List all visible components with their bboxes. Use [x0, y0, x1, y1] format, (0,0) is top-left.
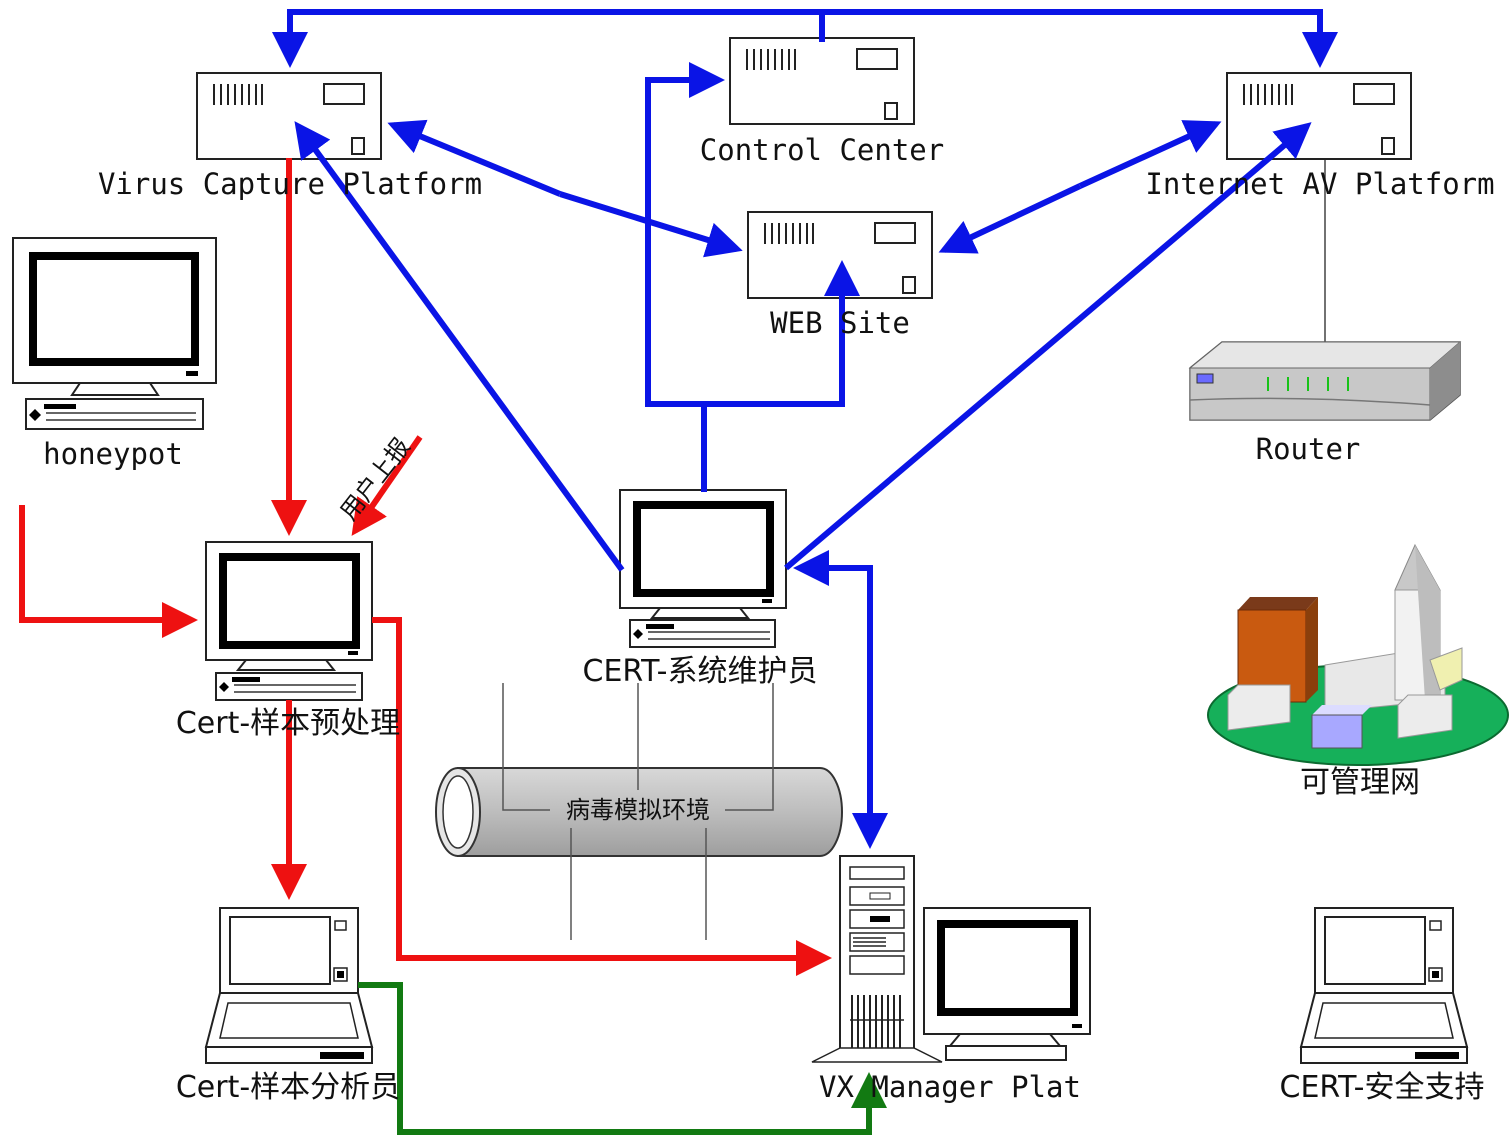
router-icon [1188, 341, 1462, 421]
internet-av-label: Internet AV Platform [1145, 167, 1494, 201]
red-arrow-honeypot-to-preprocess [19, 505, 198, 638]
virus-capture-label: Virus Capture Platform [98, 167, 482, 201]
vx-manager-workstation-icon [811, 855, 1091, 1063]
green-arrow-analyst-to-vx [358, 982, 887, 1135]
cert-security-label: CERT-安全支持 [1280, 1070, 1485, 1105]
red-arrow-user-report [351, 435, 423, 536]
managed-network-icon [1207, 543, 1509, 766]
honeypot-computer-icon [12, 237, 217, 430]
control-center-server-icon [729, 37, 915, 125]
honeypot-label: honeypot [43, 437, 183, 471]
virus-env-label: 病毒模拟环境 [566, 796, 710, 824]
blue-arrow-web-to-internet-av [1078, 120, 1222, 189]
cert-security-laptop-icon [1299, 907, 1469, 1064]
blue-arrow-web-to-virus-capture [387, 119, 562, 197]
blue-arrow-maintainer-to-virus-capture [294, 121, 625, 572]
blue-arrow-top-to-internet-av [822, 9, 1338, 68]
blue-arrow-maintainer-to-control [645, 62, 725, 492]
cert-maintainer-label: CERT-系统维护员 [583, 654, 818, 689]
internet-av-server-icon [1226, 72, 1412, 160]
virus-capture-server-icon [196, 72, 382, 160]
blue-arrow-maintainer-to-internet-av [784, 122, 1312, 571]
blue-arrow-internet-av-to-web [938, 183, 1082, 254]
blue-arrow-maintainer-to-web [704, 260, 860, 407]
user-report-label: 用户上报 [335, 433, 416, 526]
vx-manager-label: VX Manager Plat [819, 1070, 1081, 1104]
web-site-label: WEB Site [770, 306, 910, 340]
cert-preprocess-label: Cert-样本预处理 [176, 706, 400, 741]
cert-maintainer-computer-icon [619, 489, 787, 648]
virus-env-cylinder-icon [435, 767, 843, 857]
cert-analyst-label: Cert-样本分析员 [176, 1070, 400, 1105]
virus-env-connector-lines [502, 683, 774, 940]
router-label: Router [1256, 432, 1361, 466]
managed-network-label: 可管理网 [1300, 765, 1420, 800]
cert-preprocess-computer-icon [205, 541, 373, 701]
cert-analyst-laptop-icon [204, 907, 374, 1064]
blue-arrow-top-to-virus-capture [272, 9, 825, 68]
blue-arrow-vx-to-maintainer [793, 550, 873, 710]
red-arrow-preprocess-to-vx [372, 617, 832, 976]
control-center-label: Control Center [700, 133, 944, 167]
